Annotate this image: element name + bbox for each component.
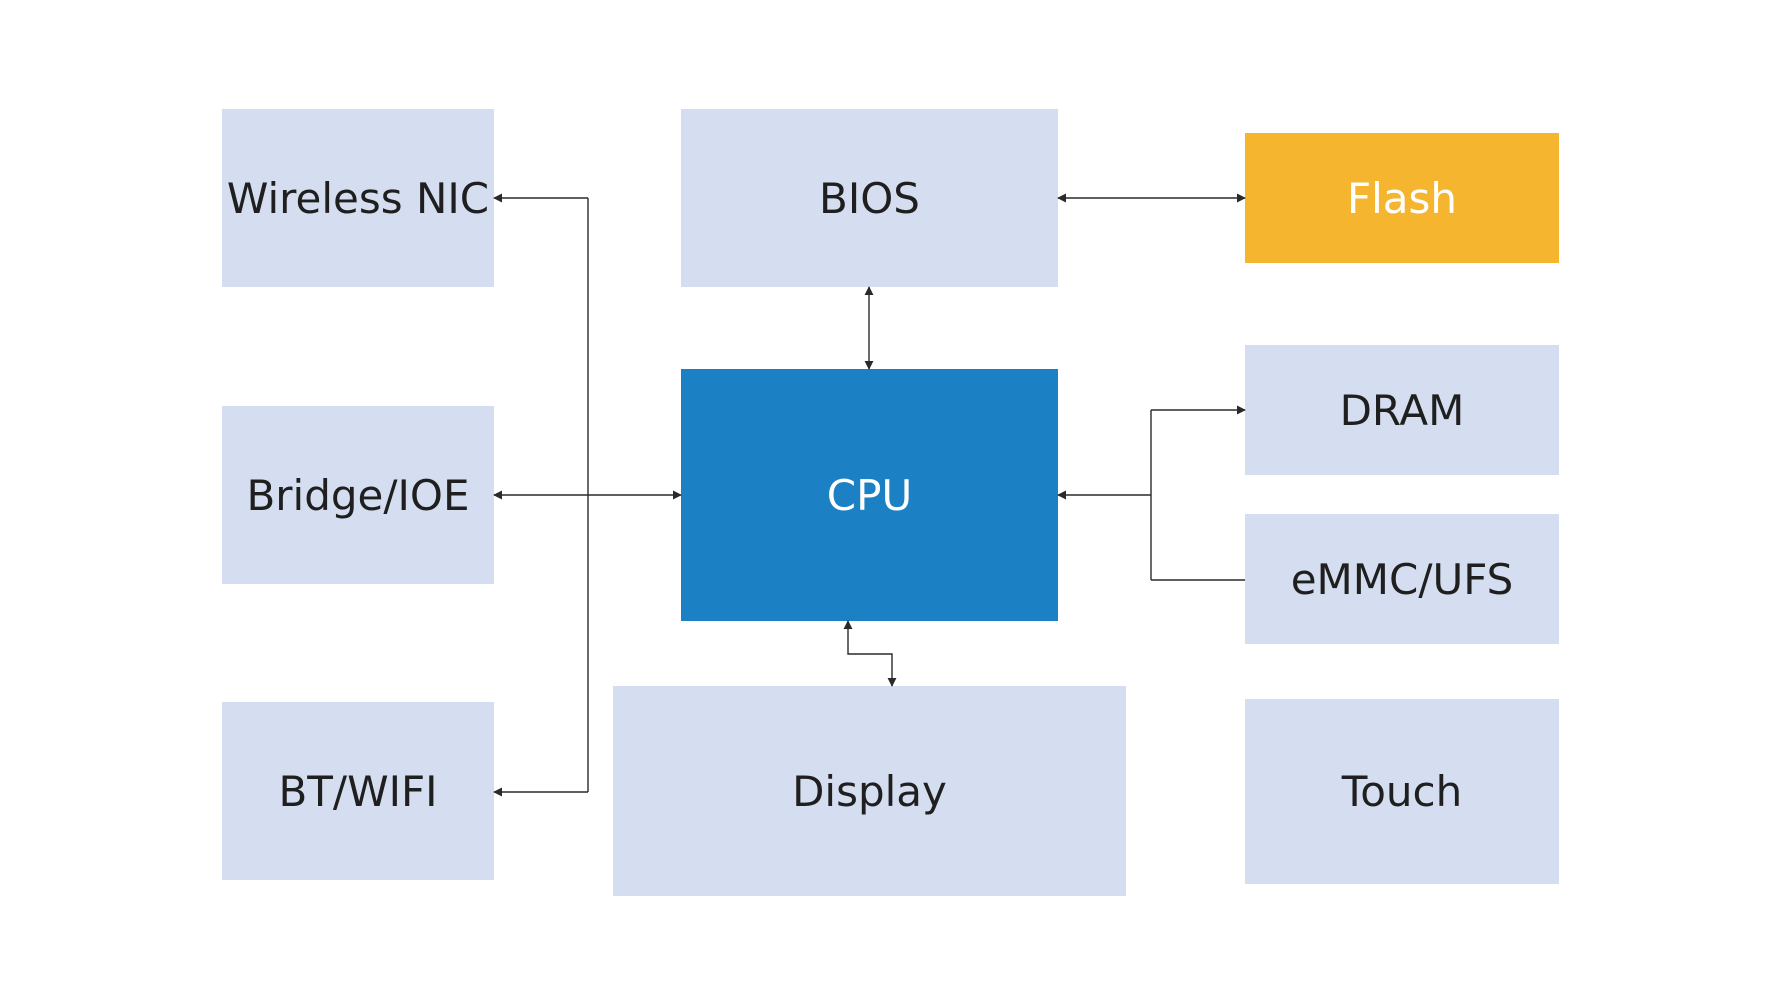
connector-cpu-display: [843, 620, 897, 687]
wireless-nic-label: Wireless NIC: [226, 173, 490, 223]
emmc-ufs-block: eMMC/UFS: [1245, 514, 1559, 644]
wireless-nic-block: Wireless NIC: [222, 109, 494, 287]
touch-label: Touch: [1341, 767, 1463, 816]
emmc-ufs-label: eMMC/UFS: [1290, 554, 1514, 604]
cpu-block: CPU: [681, 369, 1058, 621]
dram-block: DRAM: [1245, 345, 1559, 475]
bt-wifi-label: BT/WIFI: [278, 766, 438, 816]
display-block: Display: [613, 686, 1126, 896]
bridge-ioe-block: Bridge/IOE: [222, 406, 494, 584]
dram-label: DRAM: [1339, 385, 1465, 435]
bios-block: BIOS: [681, 109, 1058, 287]
display-label: Display: [792, 766, 947, 816]
flash-block: Flash: [1245, 133, 1559, 263]
bt-wifi-block: BT/WIFI: [222, 702, 494, 880]
bios-label: BIOS: [819, 173, 920, 223]
flash-label: Flash: [1346, 173, 1458, 223]
cpu-label: CPU: [826, 470, 913, 520]
bridge-ioe-label: Bridge/IOE: [246, 470, 470, 520]
touch-block: Touch: [1245, 699, 1559, 884]
